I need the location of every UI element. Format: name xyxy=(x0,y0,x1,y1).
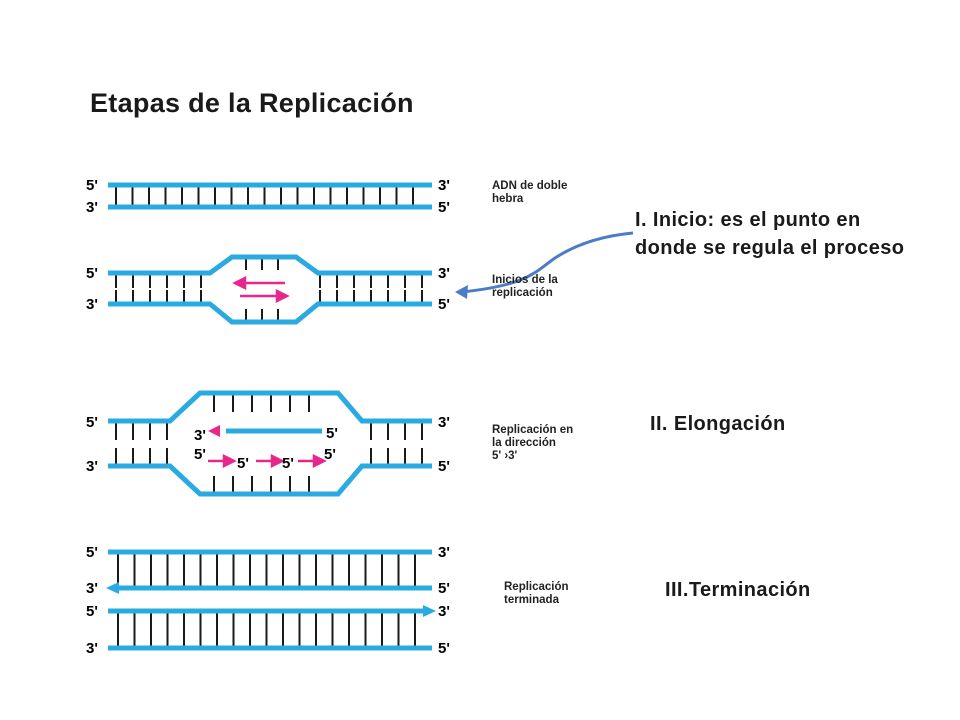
end-label: 5' xyxy=(438,199,450,216)
end-label: 3' xyxy=(438,544,450,561)
callout-arrow xyxy=(461,231,634,294)
end-label: 3' xyxy=(194,427,206,444)
end-label: 5' xyxy=(86,544,98,561)
end-label: 5' xyxy=(86,414,98,431)
end-label: 5' xyxy=(86,177,98,194)
end-label: 5' xyxy=(237,455,249,472)
initiation-bubble-diagram: 5' 3' 3' 5' xyxy=(86,254,450,325)
elongation-bubble-diagram: 3' 5' 5' 5' 5' 5' 5' 3' 3' 5' xyxy=(86,390,450,497)
end-label: 5' xyxy=(438,640,450,657)
end-label: 3' xyxy=(86,199,98,216)
end-label: 3' xyxy=(438,177,450,194)
primer-arrow xyxy=(208,425,220,437)
page-title: Etapas de la Replicación xyxy=(90,88,414,118)
end-label: 5' xyxy=(438,580,450,597)
top-strand xyxy=(108,254,432,276)
end-label: 3' xyxy=(438,603,450,620)
end-label: 5' xyxy=(324,446,336,463)
strand-arrowhead xyxy=(423,605,436,617)
stage-termination-text: III.Terminación xyxy=(665,579,811,601)
bottom-strand xyxy=(108,301,432,325)
end-label: 3' xyxy=(86,458,98,475)
bottom-strand xyxy=(108,463,432,497)
primer-arrows xyxy=(232,275,290,304)
end-label: 5' xyxy=(438,296,450,313)
end-label: 3' xyxy=(86,640,98,657)
dsdna-diagram: 5' 3' 3' 5' xyxy=(86,177,450,216)
end-label: 3' xyxy=(86,296,98,313)
stage-elongation-text: II. Elongación xyxy=(650,413,786,435)
end-label: 3' xyxy=(86,580,98,597)
top-strand xyxy=(108,390,432,424)
end-label: 5' xyxy=(86,265,98,282)
end-label: 5' xyxy=(326,425,338,442)
completed-replication-diagram: 5' 3' 5' 3' 3' 5' 3' 5' xyxy=(86,544,450,657)
end-label: 5' xyxy=(194,446,206,463)
okazaki-arrows xyxy=(208,453,327,469)
end-label: 5' xyxy=(86,603,98,620)
strand-arrowhead xyxy=(106,582,119,594)
callout-arrowhead xyxy=(455,285,468,299)
end-label: 3' xyxy=(438,265,450,282)
end-label: 5' xyxy=(438,458,450,475)
end-label: 3' xyxy=(438,414,450,431)
end-label: 5' xyxy=(282,455,294,472)
